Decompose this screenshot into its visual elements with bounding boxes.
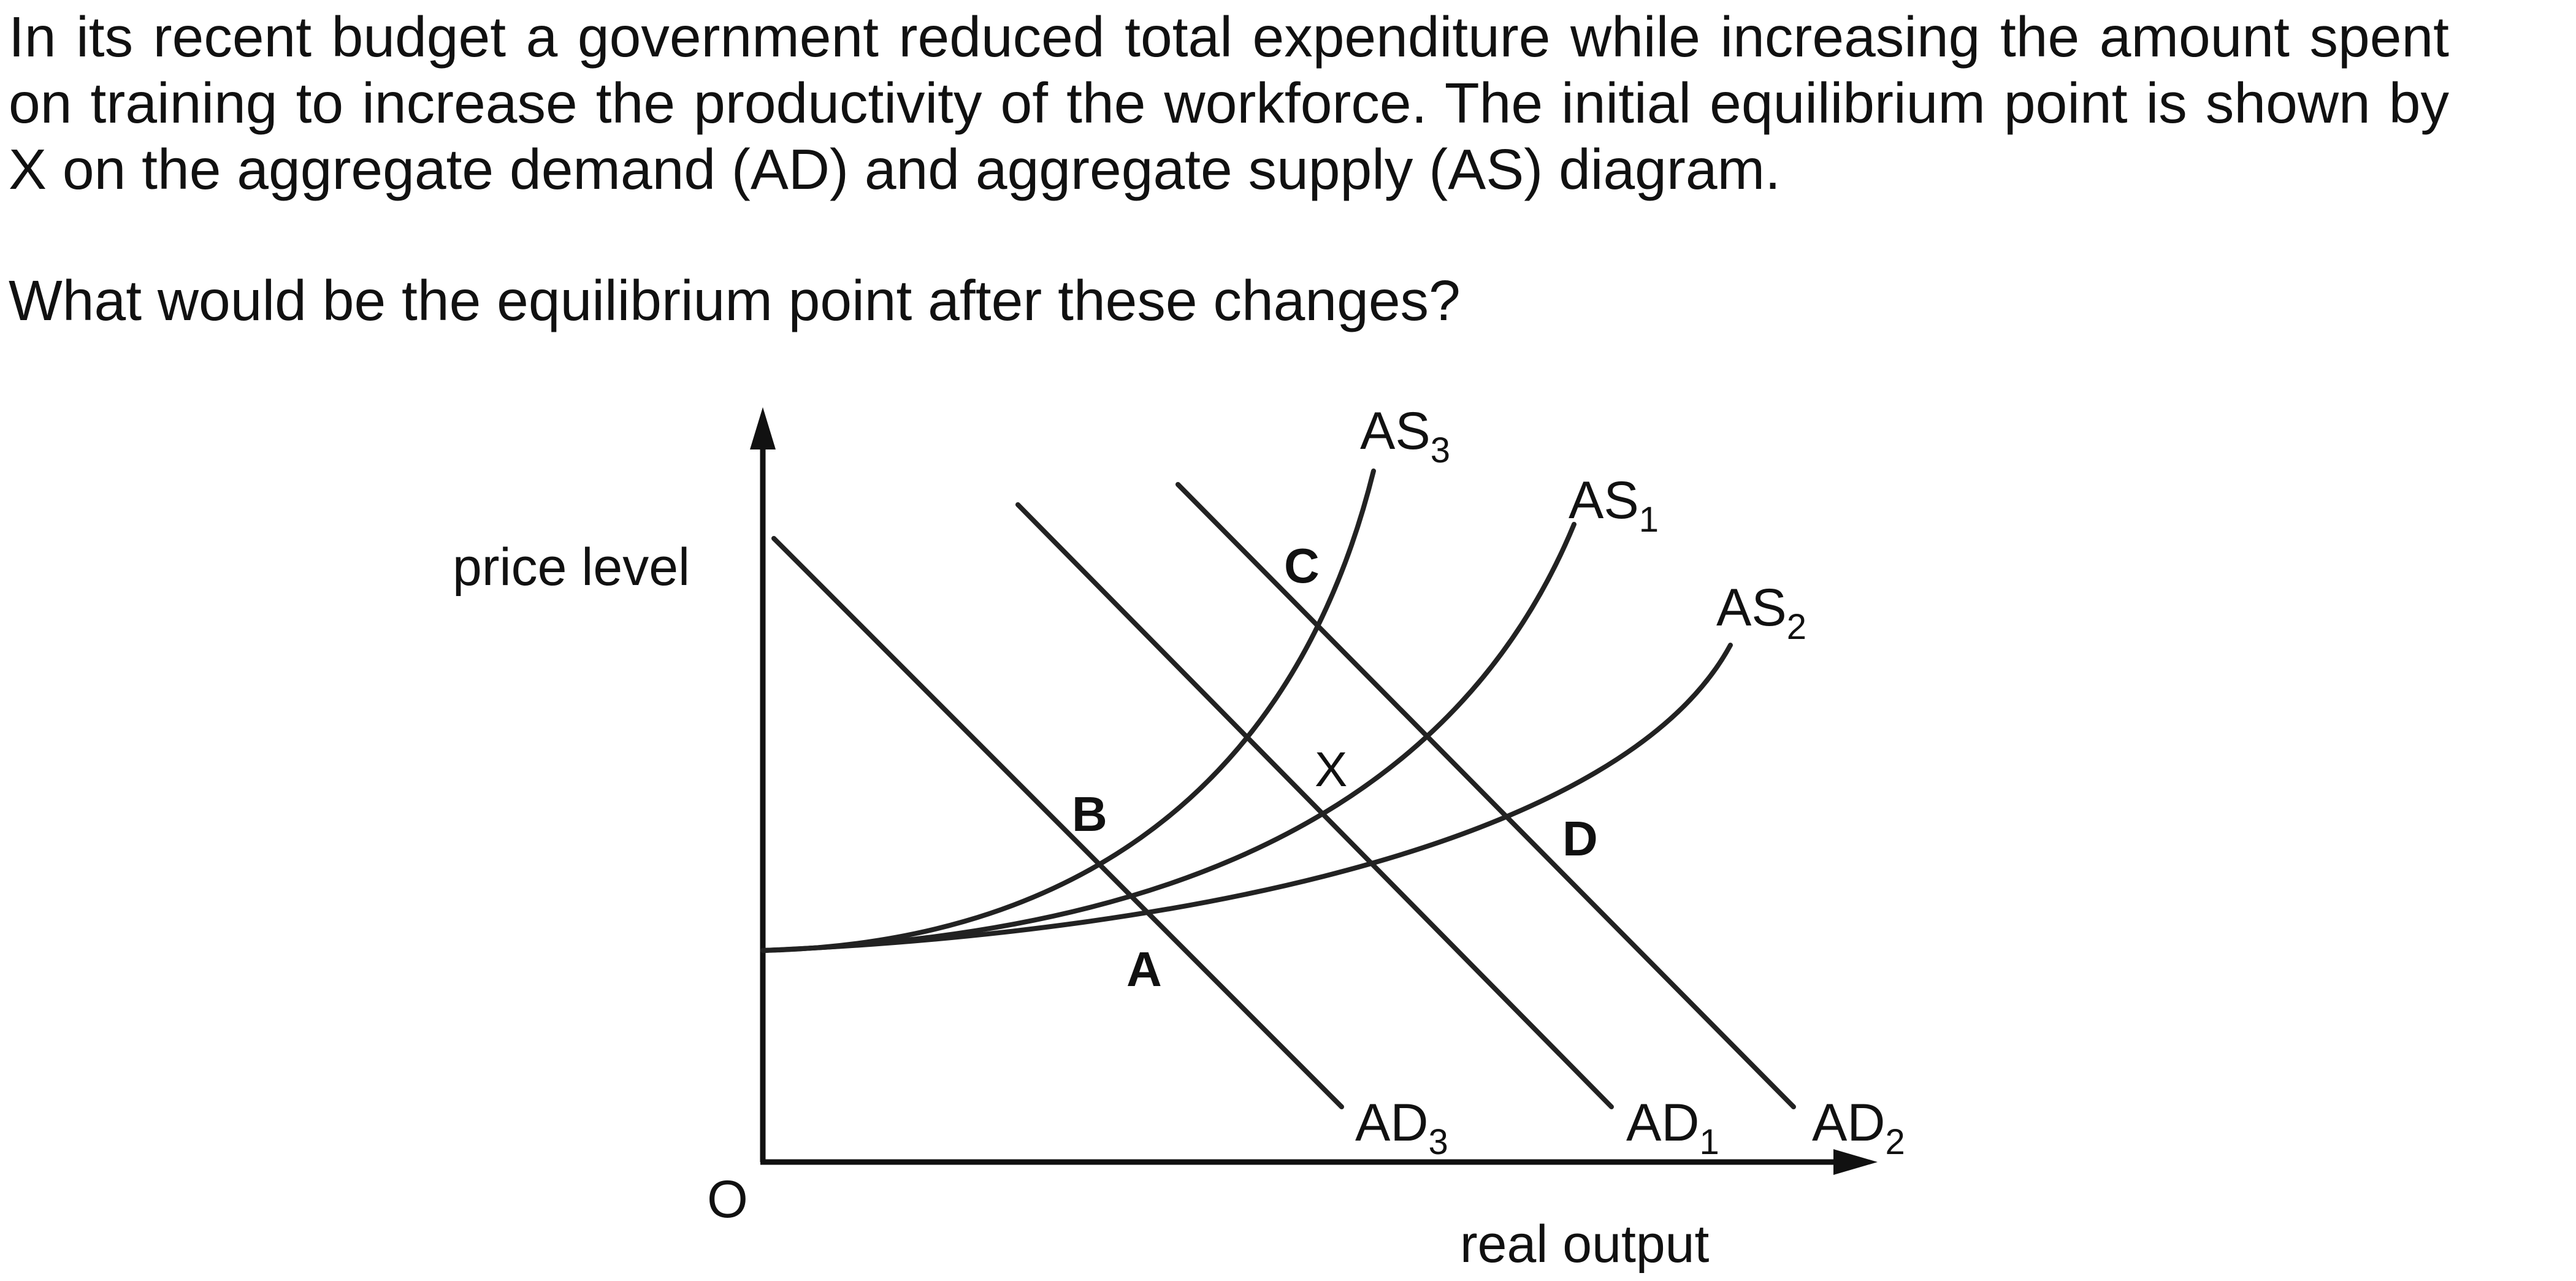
question-intro: In its recent budget a government reduce… [9,5,2449,201]
ad3-curve [771,536,1344,1109]
y-axis-label: price level [453,538,690,597]
x-axis-label: real output [1460,1215,1710,1274]
point-c-label: C [1284,538,1320,593]
origin-label: O [707,1170,748,1229]
as3-label: AS3 [1360,402,1450,470]
y-axis-arrowhead [750,407,776,449]
question-text: In its recent budget a government reduce… [9,4,2449,334]
as2-curve [760,643,1733,953]
point-x-label: X [1315,742,1347,797]
x-axis-arrowhead [1833,1149,1878,1175]
point-b-label: B [1072,787,1107,841]
point-a-label: A [1126,942,1162,996]
as2-label: AS2 [1716,578,1806,647]
ad2-curve [1175,482,1796,1109]
as1-curve [760,522,1577,953]
point-d-label: D [1562,811,1598,866]
as3-curve [760,468,1376,953]
ad2-label: AD2 [1812,1093,1905,1162]
ad3-label: AD3 [1355,1093,1448,1162]
ad1-label: AD1 [1626,1093,1719,1162]
ad1-curve [1015,502,1614,1109]
question-prompt: What would be the equilibrium point afte… [9,269,1461,332]
as1-label: AS1 [1569,471,1659,540]
